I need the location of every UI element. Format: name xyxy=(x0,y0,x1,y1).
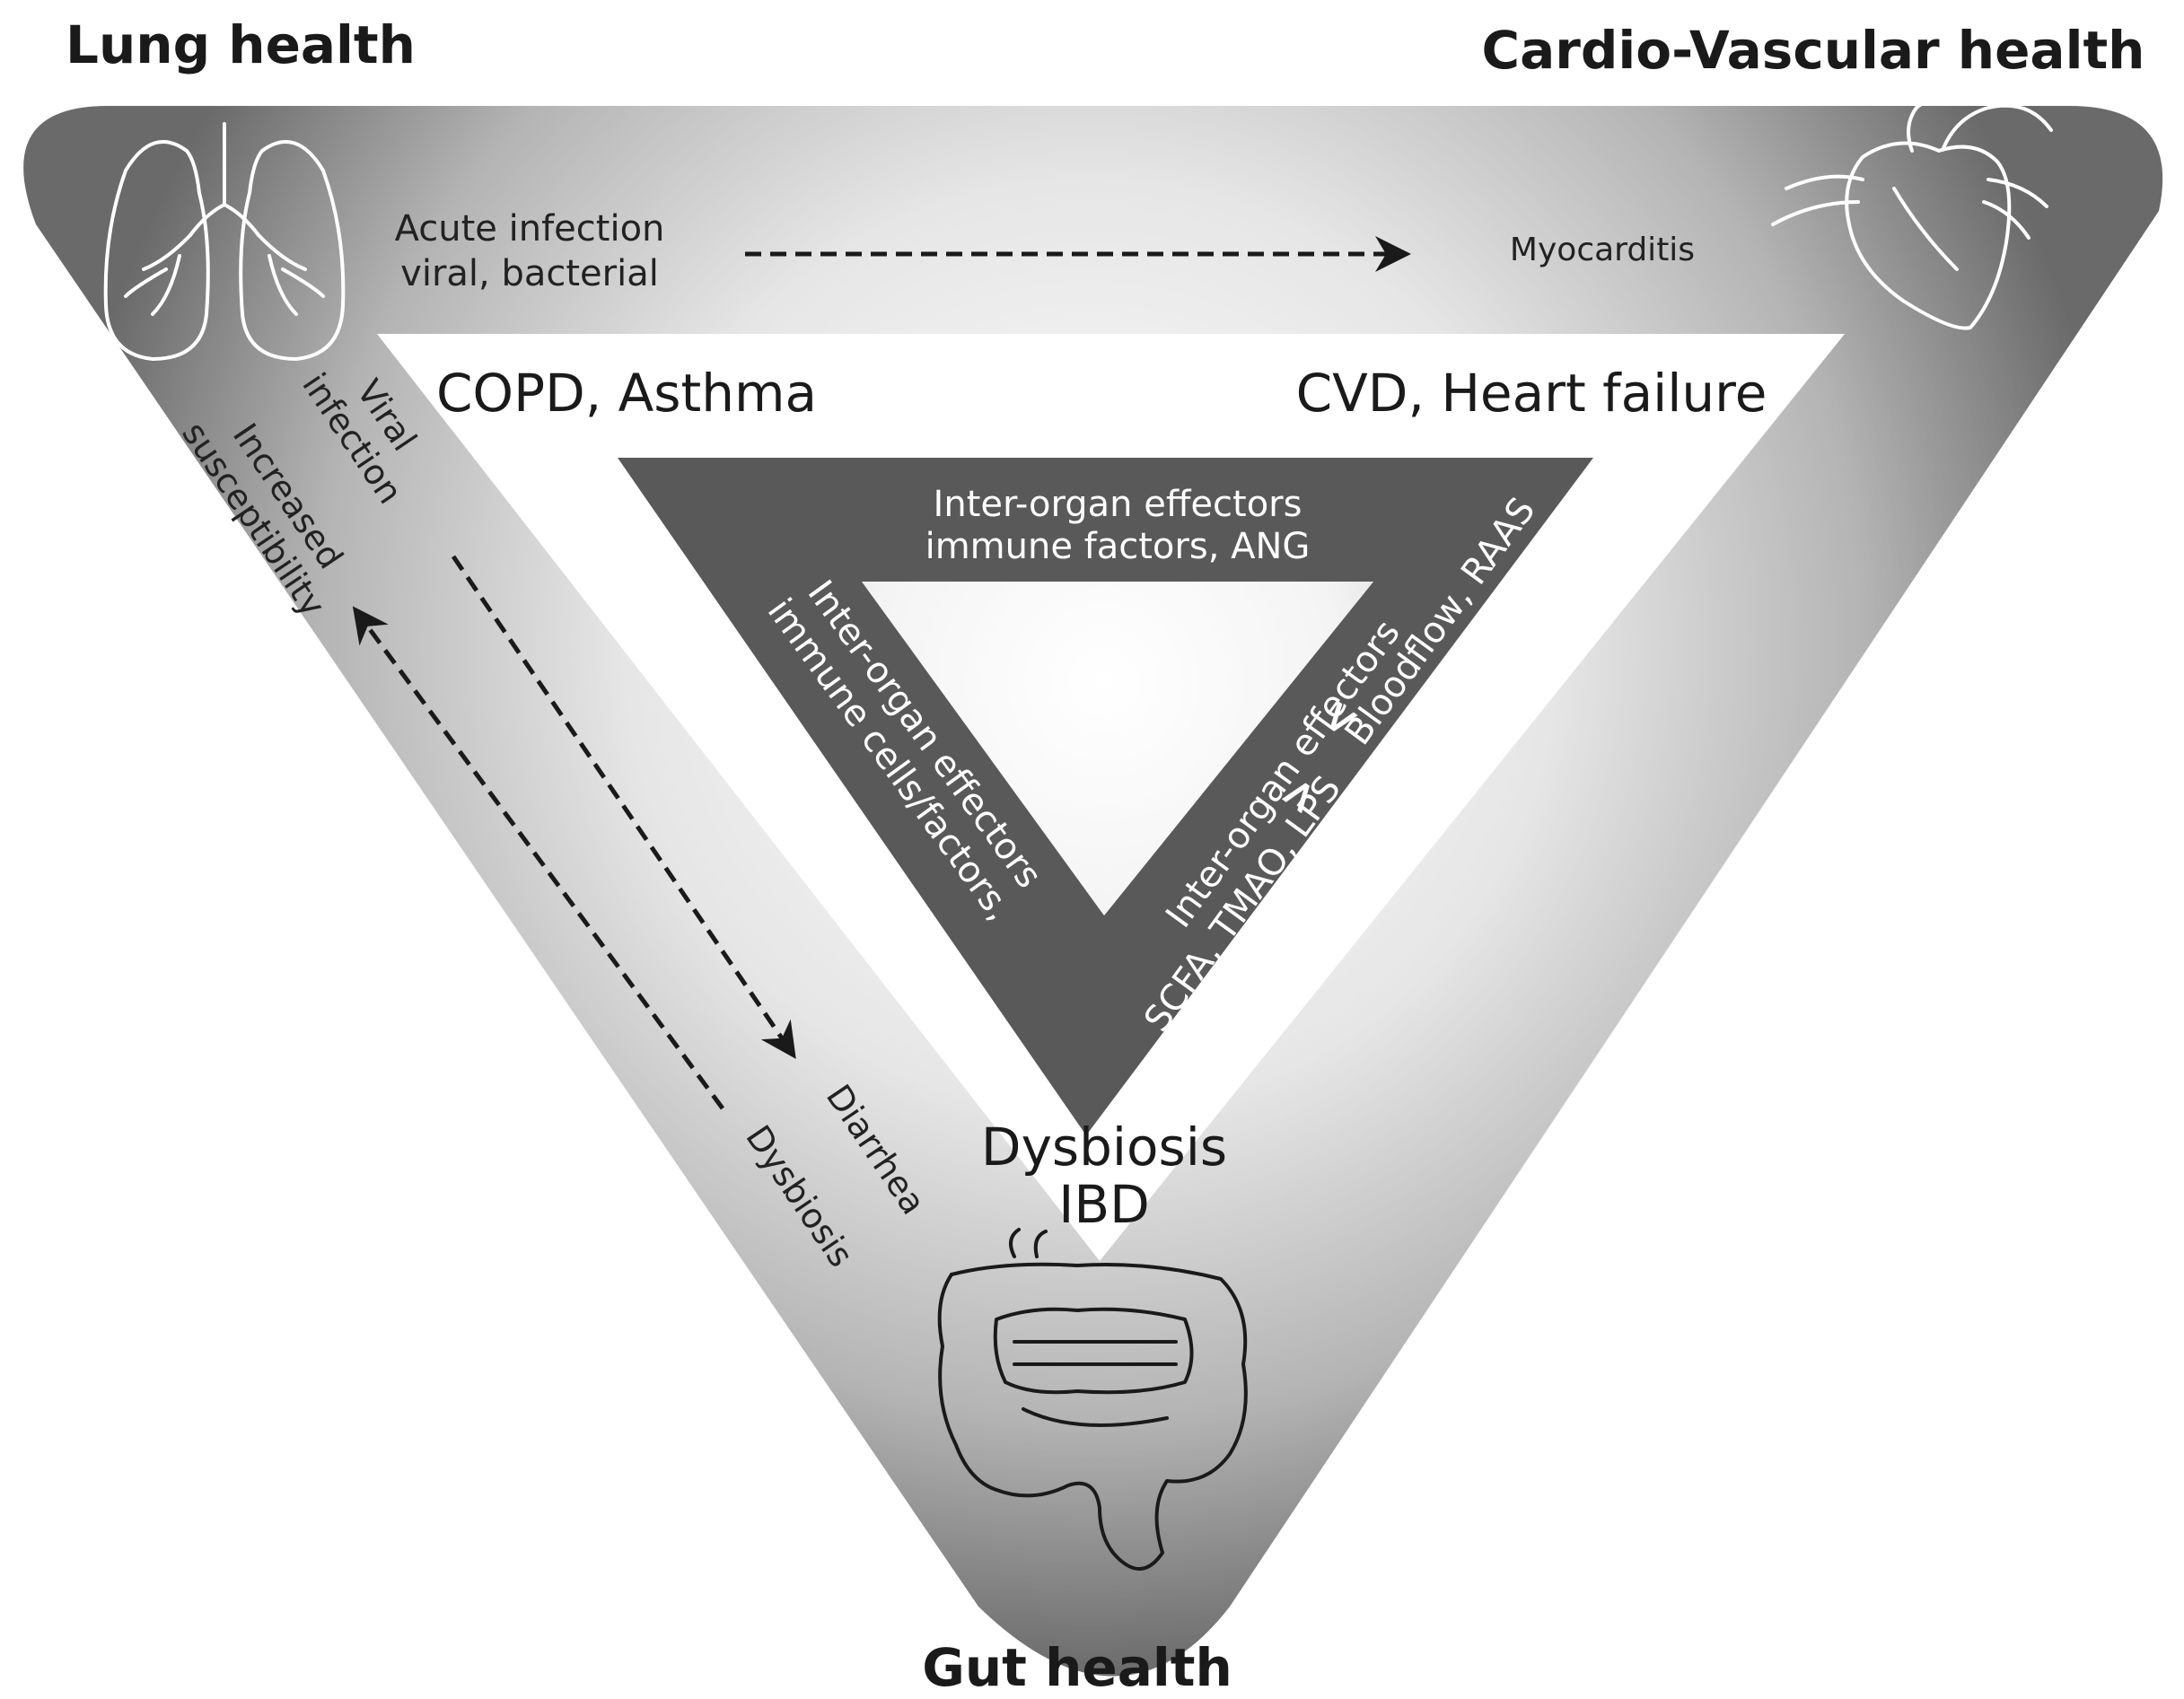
effector-top-title: Inter-organ effectors xyxy=(934,484,1303,525)
gut-health-title: Gut health xyxy=(922,1637,1232,1698)
dysbiosis-label: Dysbiosis xyxy=(981,1117,1227,1178)
myocarditis-label: Myocarditis xyxy=(1510,232,1695,268)
cardio-health-title: Cardio-Vascular health xyxy=(1482,20,2145,81)
copd-asthma-label: COPD, Asthma xyxy=(436,363,817,424)
gut-to-lung-arrow xyxy=(352,606,725,1110)
effector-triangle xyxy=(618,458,1593,1135)
acute-infection-label: Acute infection xyxy=(395,208,665,250)
heart-icon xyxy=(1771,95,2053,330)
lungs-icon xyxy=(103,122,346,361)
effector-top-detail: immune factors, ANG xyxy=(925,526,1311,567)
intestine-icon xyxy=(937,1228,1248,1571)
effector-triangle-hole xyxy=(862,582,1373,915)
viral-bacterial-label: viral, bacterial xyxy=(400,253,659,294)
lung-health-title: Lung health xyxy=(66,14,416,75)
ibd-label: IBD xyxy=(1058,1174,1150,1235)
cvd-heart-failure-label: CVD, Heart failure xyxy=(1296,363,1767,424)
